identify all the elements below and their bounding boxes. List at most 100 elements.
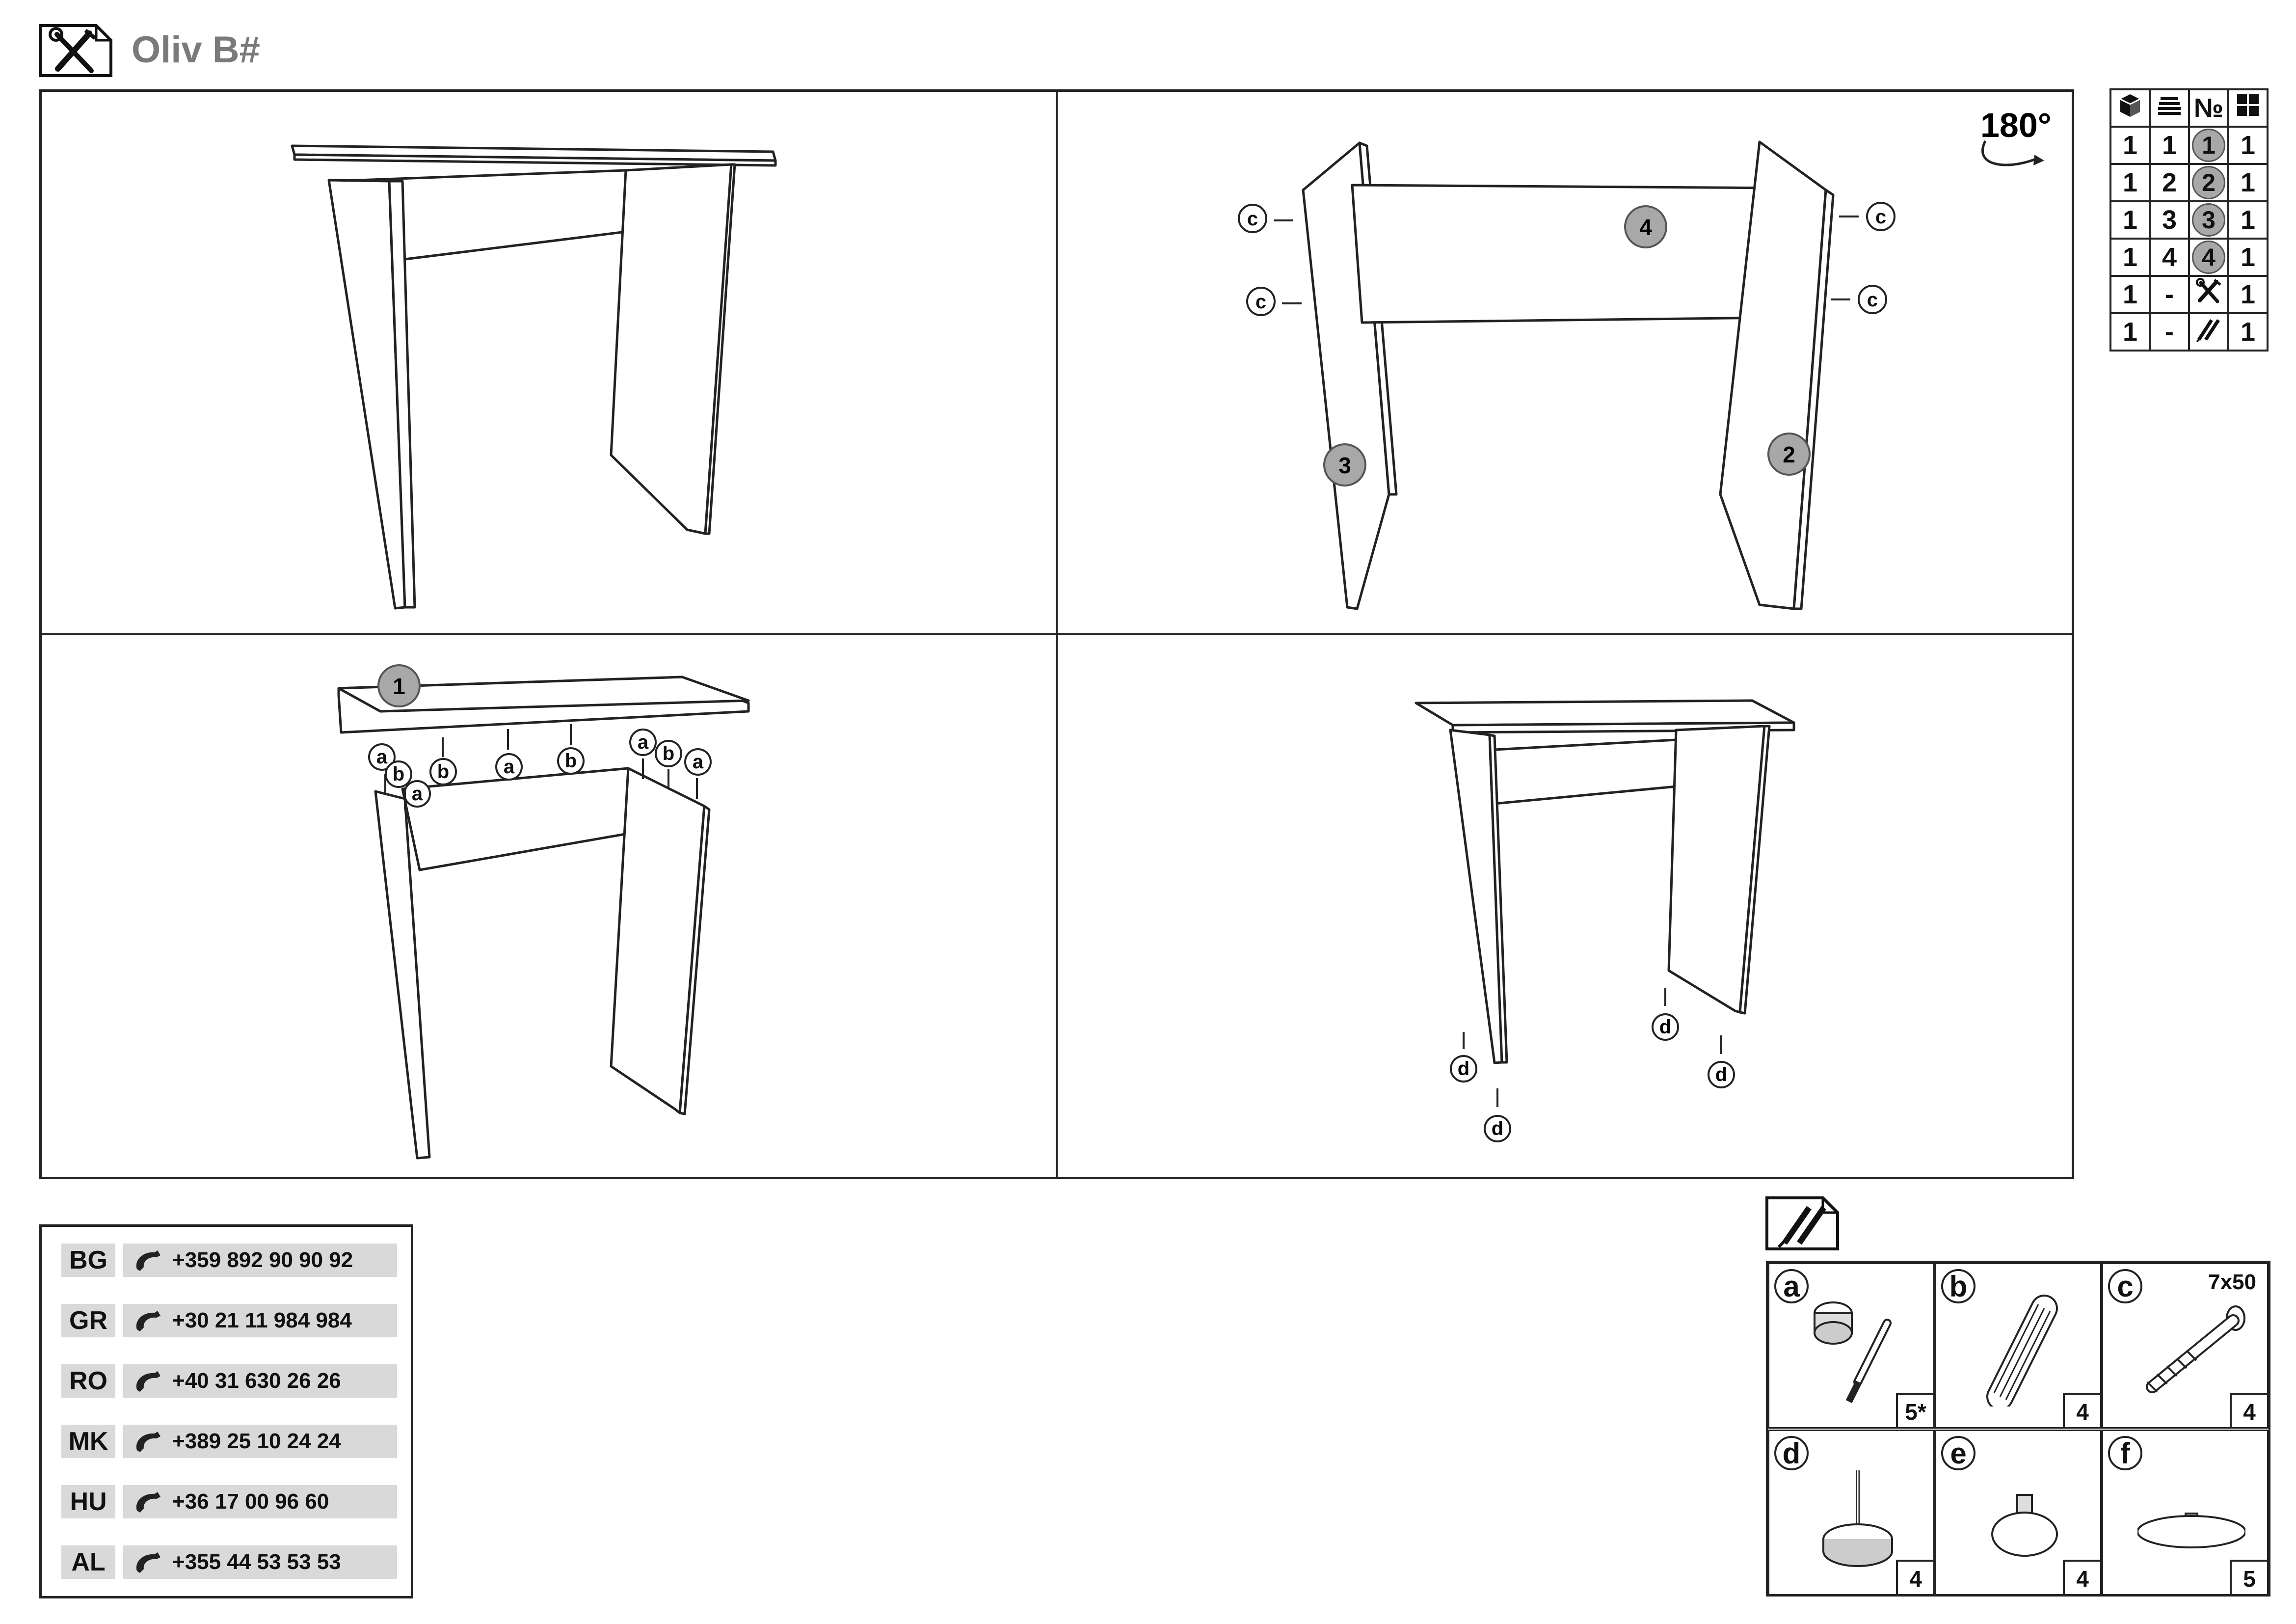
- country-code: MK: [61, 1425, 115, 1458]
- fastener-a: a: [403, 780, 431, 808]
- fastener-d: d: [1450, 1032, 1477, 1083]
- svg-text:180°: 180°: [1980, 106, 2052, 144]
- svg-text:c: c: [1247, 208, 1258, 230]
- insertion-arrows: [384, 724, 698, 810]
- phone-field: +359 892 90 90 92: [123, 1244, 397, 1277]
- parts-table-row: 1 1 1 1: [2109, 126, 2269, 165]
- fastener-a: a: [629, 729, 657, 756]
- fastener-c-left-top: c: [1238, 204, 1293, 233]
- phone-number: +389 25 10 24 24: [172, 1429, 341, 1453]
- svg-text:d: d: [1659, 1016, 1671, 1038]
- cell: 1: [2109, 238, 2151, 277]
- step-2-frame: [1302, 140, 1835, 610]
- cell: 1: [2109, 126, 2151, 165]
- hardware-letter: d: [1774, 1436, 1809, 1470]
- part-cell: 4: [2188, 238, 2229, 277]
- fastener-c-left-bottom: c: [1246, 287, 1302, 316]
- stack-icon: [2149, 88, 2190, 128]
- grid-icon: [2227, 88, 2269, 128]
- svg-text:b: b: [437, 761, 449, 783]
- part-badge: 2: [2192, 166, 2225, 199]
- phone-number: +355 44 53 53 53: [172, 1550, 341, 1574]
- hardware-cell: c 7x50 4: [2102, 1263, 2269, 1429]
- hardware-qty: 4: [2230, 1393, 2267, 1427]
- step-1-desk: [291, 144, 777, 610]
- hardware-cell: d 4: [1768, 1430, 1935, 1596]
- svg-text:b: b: [393, 763, 404, 785]
- svg-text:a: a: [504, 756, 515, 778]
- cap-icon: [1991, 1494, 2058, 1557]
- cell: 1: [2109, 312, 2151, 352]
- parts-table: № 1 1 1 1 1 2 2 1 1 3 3 1 1 4 4 1 1 - 1 …: [2109, 88, 2269, 352]
- hardware-letter: b: [1941, 1269, 1976, 1303]
- parts-table-row: 1 - 1: [2109, 275, 2269, 314]
- fastener-d: d: [1484, 1088, 1511, 1142]
- step-4-labels: d d d d: [1450, 988, 1735, 1142]
- country-code: GR: [61, 1304, 115, 1337]
- number-icon: №: [2188, 88, 2229, 128]
- svg-text:4: 4: [1639, 215, 1652, 240]
- phone-field: +36 17 00 96 60: [123, 1485, 397, 1518]
- cell: 1: [2227, 238, 2269, 277]
- cell: 1: [2109, 200, 2151, 240]
- parts-table-row: 1 2 2 1: [2109, 163, 2269, 202]
- assembly-steps: 4 3 2 c c c c 180°: [39, 89, 2074, 1179]
- phone-number: +36 17 00 96 60: [172, 1489, 329, 1514]
- step-3-assembly: [337, 676, 750, 1160]
- cell: 1: [2227, 275, 2269, 314]
- screws-icon: [1765, 1196, 1839, 1250]
- hardware-qty: 4: [2063, 1393, 2100, 1427]
- svg-text:b: b: [663, 743, 674, 764]
- svg-text:2: 2: [1783, 442, 1795, 467]
- part-badge: 4: [2192, 241, 2225, 274]
- box-icon: [2109, 88, 2151, 128]
- svg-text:d: d: [1492, 1118, 1503, 1139]
- cell: 1: [2109, 163, 2151, 202]
- parts-table-row: 1 4 4 1: [2109, 238, 2269, 277]
- assembly-drawings: 4 3 2 c c c c 180°: [42, 92, 2072, 1177]
- step-3-labels: 1 a b a b a b a b a: [368, 664, 712, 810]
- hardware-cell: e 4: [1935, 1430, 2102, 1596]
- svg-text:3: 3: [1338, 453, 1351, 478]
- felt-pad-icon: [2137, 1513, 2245, 1548]
- part-badge: 3: [2192, 203, 2225, 237]
- fastener-d: d: [1708, 1035, 1735, 1088]
- phone-field: +40 31 630 26 26: [123, 1364, 397, 1398]
- nail-glide-icon: [1822, 1470, 1893, 1567]
- cell: 1: [2227, 163, 2269, 202]
- cell: 4: [2149, 238, 2190, 277]
- country-code: RO: [61, 1364, 115, 1398]
- contacts-panel: BG +359 892 90 90 92 GR +30 21 11 984 98…: [39, 1224, 413, 1598]
- svg-text:c: c: [1875, 206, 1886, 228]
- hardware-cell: f 5: [2102, 1430, 2269, 1596]
- phone-number: +30 21 11 984 984: [172, 1308, 352, 1332]
- hardware-qty: 4: [1896, 1560, 1933, 1594]
- part-badge-2: 2: [1767, 433, 1811, 476]
- tools-icon: [39, 24, 112, 77]
- screws-icon: [2188, 312, 2229, 352]
- phone-field: +389 25 10 24 24: [123, 1425, 397, 1458]
- part-cell: 3: [2188, 200, 2229, 240]
- country-code: BG: [61, 1244, 115, 1277]
- svg-text:d: d: [1458, 1058, 1469, 1080]
- parts-table-header: №: [2109, 88, 2269, 128]
- phone-number: +359 892 90 90 92: [172, 1248, 353, 1272]
- hardware-letter: c: [2108, 1269, 2142, 1303]
- confirmat-screw-icon: [2146, 1305, 2245, 1393]
- part-cell: 2: [2188, 163, 2229, 202]
- cell: 1: [2227, 312, 2269, 352]
- phone-number: +40 31 630 26 26: [172, 1369, 341, 1393]
- fastener-b: b: [385, 760, 412, 788]
- screw-size: 7x50: [2208, 1270, 2256, 1294]
- rotate-icon: 180°: [1980, 106, 2052, 166]
- phone-icon: [136, 1492, 160, 1513]
- cell: 1: [2149, 126, 2190, 165]
- cam-lock-icon: [1814, 1301, 1892, 1404]
- country-code: HU: [61, 1485, 115, 1518]
- cell: 2: [2149, 163, 2190, 202]
- parts-table-row: 1 3 3 1: [2109, 200, 2269, 240]
- part-badge-4: 4: [1624, 205, 1667, 248]
- fastener-a: a: [368, 743, 396, 771]
- svg-text:1: 1: [393, 674, 405, 699]
- phone-icon: [136, 1552, 160, 1573]
